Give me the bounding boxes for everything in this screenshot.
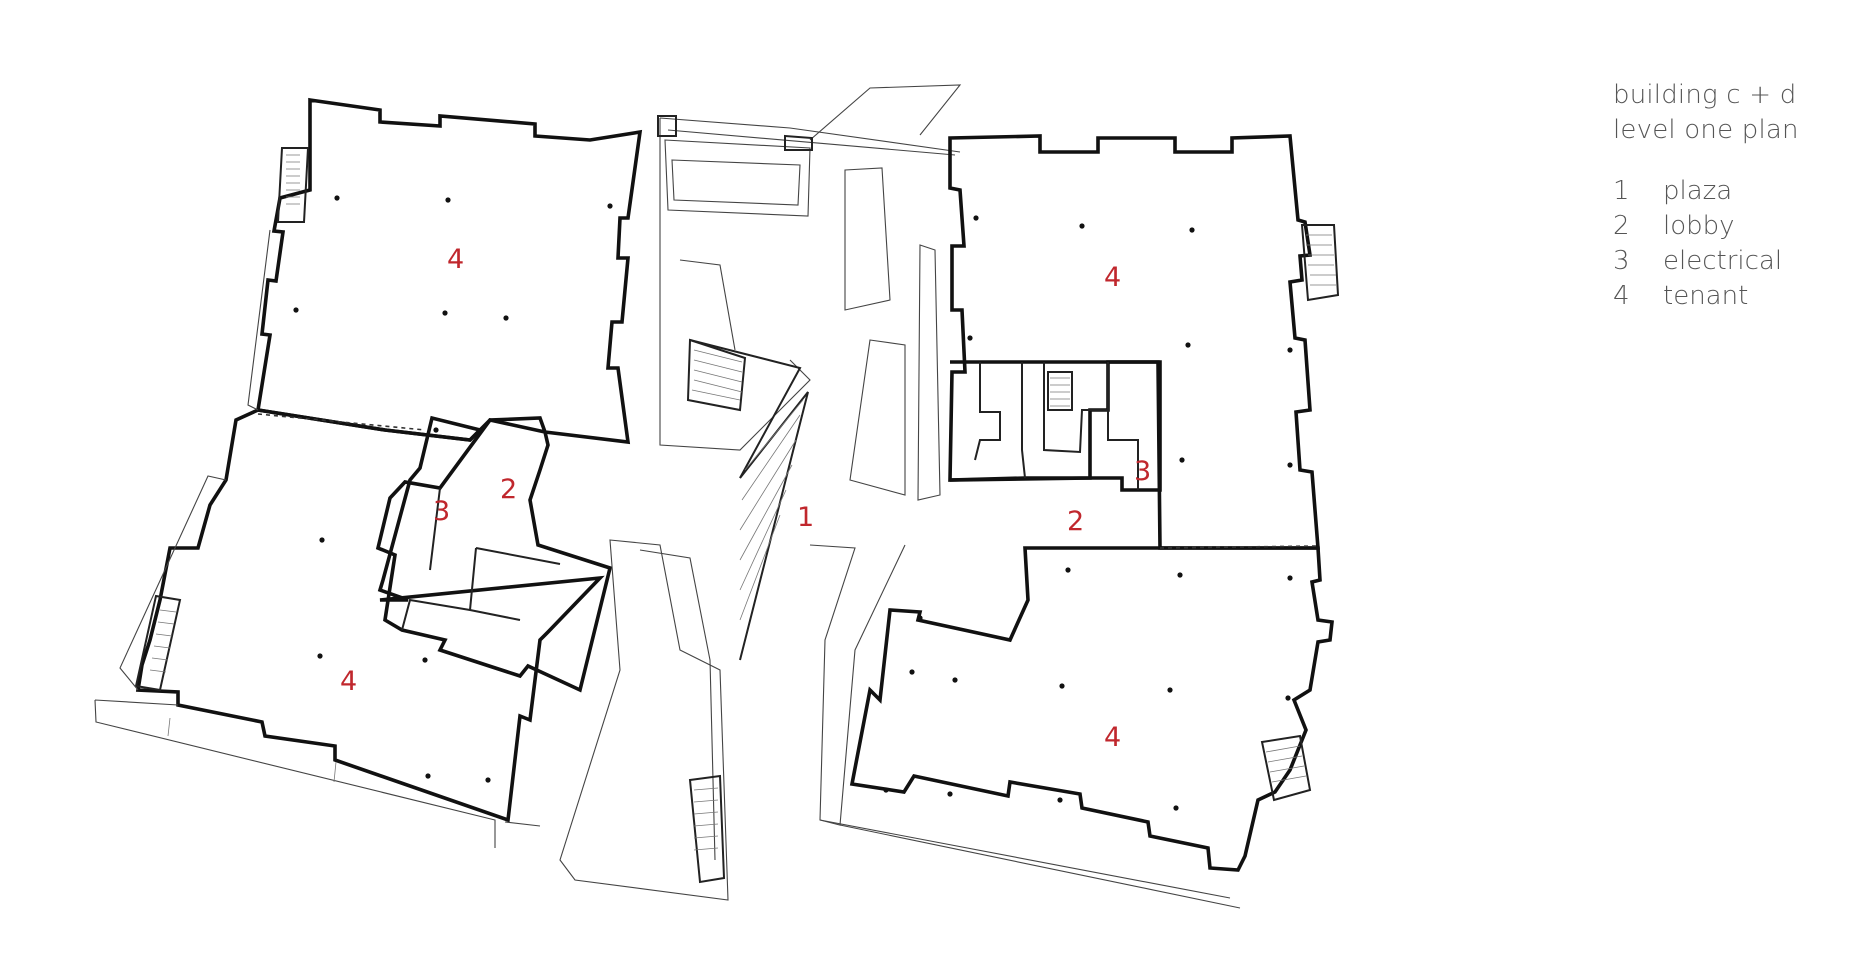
- label-tenant-d-south: 4: [1104, 722, 1121, 753]
- building-d-columns: [883, 215, 1293, 811]
- legend-text: electrical: [1663, 246, 1783, 276]
- legend-text: tenant: [1663, 281, 1749, 311]
- stair-southwest: [134, 594, 182, 692]
- plan-legend: building c + d level one plan 1 plaza 2 …: [1613, 78, 1799, 314]
- building-c-south-wall: [135, 408, 605, 823]
- label-lobby-c: 2: [500, 474, 517, 505]
- label-tenant-d-north: 4: [1104, 262, 1121, 293]
- label-plaza: 1: [797, 502, 814, 533]
- plaza-area: [559, 84, 1241, 909]
- legend-list: 1 plaza 2 lobby 3 electrical 4 tenant: [1613, 174, 1799, 314]
- stair-east: [1300, 224, 1340, 302]
- room-labels: 4 2 3 4 1 4 3 2 4: [340, 244, 1151, 753]
- legend-number: 2: [1613, 211, 1630, 241]
- building-d-core: [949, 360, 1162, 492]
- legend-item: 4 tenant: [1613, 279, 1799, 314]
- legend-item: 1 plaza: [1613, 174, 1799, 209]
- legend-text: lobby: [1663, 211, 1735, 241]
- building-d-division-line: [1159, 545, 1319, 549]
- stair-southeast: [1260, 734, 1312, 802]
- legend-number: 3: [1613, 246, 1630, 276]
- stair-west: [276, 147, 310, 223]
- plan-title-line-2: level one plan: [1613, 115, 1799, 145]
- label-electrical-d: 3: [1134, 456, 1151, 487]
- label-tenant-c-north: 4: [447, 244, 464, 275]
- building-c-columns: [293, 195, 613, 783]
- label-tenant-c-south: 4: [340, 666, 357, 697]
- ramp: [739, 391, 809, 661]
- label-lobby-d: 2: [1067, 506, 1084, 537]
- building-d: [849, 134, 1340, 872]
- legend-item: 3 electrical: [1613, 244, 1799, 279]
- building-c-core: [375, 417, 613, 693]
- label-electrical-c: 3: [433, 496, 450, 527]
- plan-title-line-1: building c + d: [1613, 80, 1797, 110]
- legend-number: 1: [1613, 176, 1630, 206]
- building-c: [94, 97, 643, 848]
- legend-text: plaza: [1663, 176, 1733, 206]
- building-d-south-wall: [849, 546, 1334, 872]
- building-d-north-wall: [948, 134, 1320, 550]
- building-c-division-line: [257, 413, 426, 431]
- legend-item: 2 lobby: [1613, 209, 1799, 244]
- building-c-north-wall: [255, 97, 643, 445]
- stair-core-d: [1047, 371, 1073, 411]
- legend-number: 4: [1613, 281, 1630, 311]
